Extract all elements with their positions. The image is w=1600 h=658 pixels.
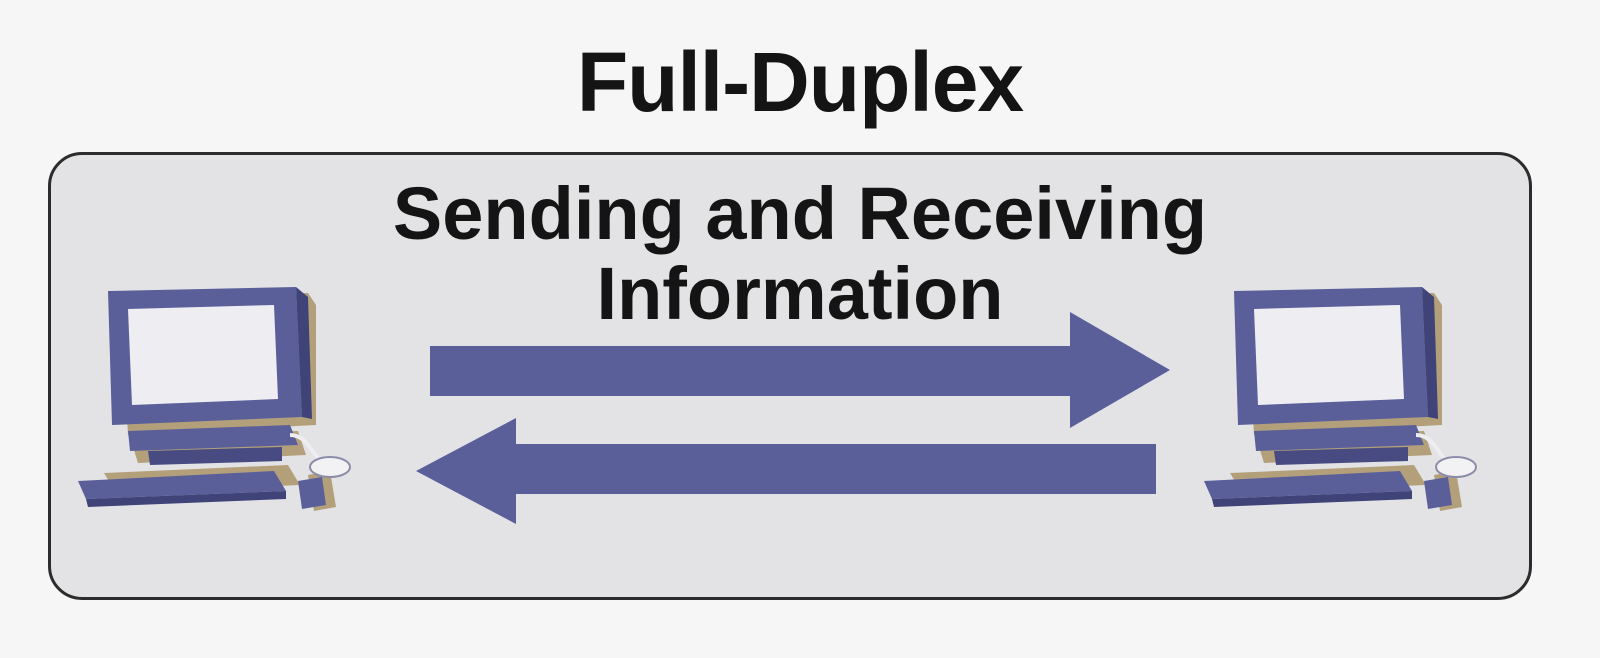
arrow-left-icon bbox=[416, 418, 1156, 524]
panel-caption-line-1: Sending and Receiving bbox=[0, 174, 1600, 254]
right-computer-icon bbox=[1194, 285, 1494, 535]
arrow-right-icon bbox=[430, 312, 1170, 428]
left-computer-icon bbox=[68, 285, 368, 535]
diagram-title: Full-Duplex bbox=[0, 40, 1600, 124]
